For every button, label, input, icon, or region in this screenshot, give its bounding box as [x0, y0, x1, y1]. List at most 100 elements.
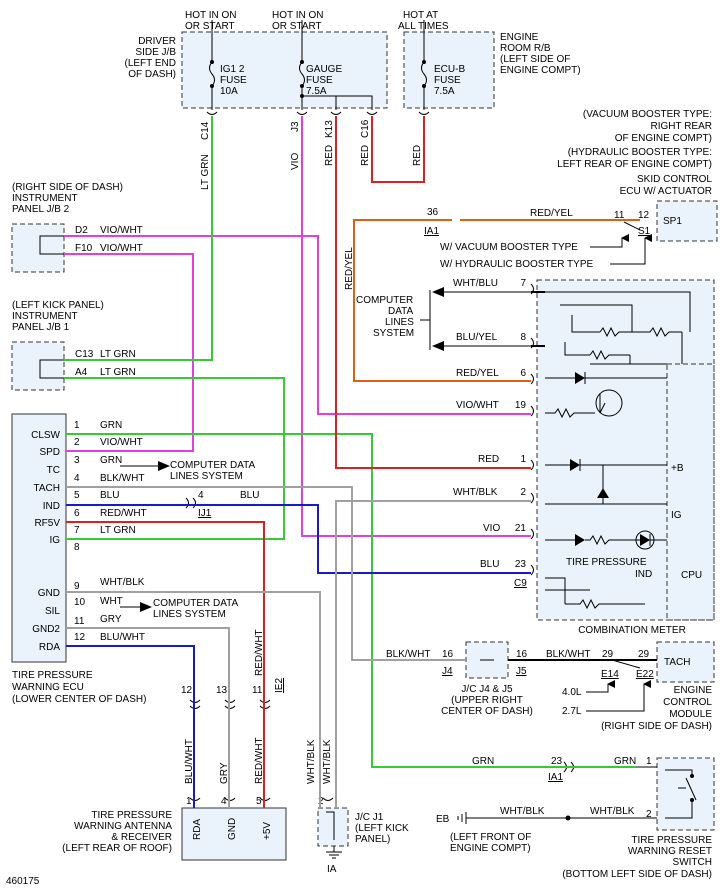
ant-pin5: 5 [256, 796, 262, 807]
wb-1: WHT/BLK [500, 806, 545, 817]
conn-j3: J3 [290, 121, 301, 132]
pin-36: 36 [427, 207, 439, 218]
ecu-pin-num-4: 4 [74, 473, 80, 484]
lower-pin11: 11 [252, 685, 263, 696]
ecu-pin-tc: TC [47, 465, 60, 476]
meter-pin-list: 7WHT/BLU8BLU/YEL6RED/YEL19VIO/WHT1RED2WH… [453, 278, 534, 576]
lower-pin13: 13 [216, 685, 228, 696]
w-whtblk1: WHT/BLK [306, 739, 317, 784]
meter-wire-6: RED/YEL [456, 368, 499, 379]
meter-pin-7: 7 [520, 278, 526, 289]
ecu-pin-num-9: 9 [74, 581, 80, 592]
meter-wire-8: BLU/YEL [456, 332, 498, 343]
sw-pin2: 2 [646, 809, 652, 820]
jb2-w1: VIO/WHT [100, 225, 143, 236]
w-bluwht: BLU/WHT [184, 739, 195, 784]
jcj1-box [317, 807, 349, 847]
wb-2: WHT/BLK [590, 806, 635, 817]
ecu-pin-num-6: 6 [74, 508, 80, 519]
meter-pin-1: 1 [520, 454, 526, 465]
wire-grn-clsw [66, 433, 636, 768]
ecu-wire-5: RED/WHT [100, 508, 147, 519]
ecu-pin-num-12: 12 [74, 632, 86, 643]
sp1-box [656, 200, 718, 242]
lower-pin12: 12 [181, 685, 193, 696]
wire-lt-grn-top: LT GRN [200, 154, 211, 190]
wire-gry [66, 627, 230, 808]
jb1-a4: A4 [75, 367, 88, 378]
ecu-pin-num-3: 3 [74, 455, 80, 466]
ecm-pin29b: 29 [638, 649, 650, 660]
meter-pin-21: 21 [515, 523, 527, 534]
w-gry: GRY [219, 762, 230, 784]
meter-label: COMBINATION METER [578, 625, 686, 636]
ecm-l27: 2.7L [562, 706, 582, 717]
reset-switch-box [656, 757, 715, 831]
ground-ia: IA [327, 864, 337, 875]
ecub-fuse-icon [421, 34, 427, 110]
ecu-pin-rf5v: RF5V [34, 518, 60, 529]
ground-eb-icon [457, 812, 478, 824]
wire-vio [301, 116, 531, 537]
jc-j5: J5 [516, 666, 527, 677]
ecu-pin-clsw: CLSW [31, 430, 60, 441]
ecu-wire-7: WHT/BLK [100, 577, 145, 588]
ecu-wire-2: GRN [100, 455, 122, 466]
ecm-e22: E22 [636, 669, 654, 680]
jb2-w2: VIO/WHT [100, 243, 143, 254]
sp1-label: SP1 [663, 216, 682, 227]
jc-wire-b: BLK/WHT [546, 649, 590, 660]
booster-hydraulic: (HYDRAULIC BOOSTER TYPE:LEFT REAR OF ENG… [557, 147, 712, 170]
jb1-box [11, 341, 65, 391]
ecu-wire-6: LT GRN [100, 525, 136, 536]
meter-pin-23: 23 [515, 559, 527, 570]
meter-wire-1: RED [478, 454, 499, 465]
colored-wires [64, 116, 657, 808]
wire-red-c16 [371, 116, 425, 183]
ant-gnd: GND [227, 818, 238, 840]
combination-meter-box [536, 279, 715, 621]
wire-whtblk-meter [335, 500, 531, 808]
wire-red-yel: RED/YEL [530, 208, 573, 219]
engine-room-rb [403, 31, 495, 109]
pin23-low: 23 [551, 756, 563, 767]
meter-wire-21: VIO [483, 523, 500, 534]
sw-pin1: 1 [646, 756, 652, 767]
ecu-pin-ind: IND [43, 501, 60, 512]
ig12-fuse-icon [209, 34, 215, 110]
driver-side-jb [181, 31, 388, 109]
s1-label: S1 [638, 226, 651, 237]
ecu-pin-tach: TACH [34, 483, 60, 494]
figure-id: 460175 [6, 876, 40, 887]
ecu-pin-num-1: 1 [74, 420, 80, 431]
jc-j4: J4 [442, 666, 453, 677]
meter-pin-19: 19 [515, 400, 527, 411]
ecu-pin-gnd: GND [38, 588, 60, 599]
ecu-wire-9: GRY [100, 614, 122, 625]
blu-pin4: 4 [198, 490, 204, 501]
ant-pin1: 1 [186, 796, 192, 807]
ground-eb: EB [436, 814, 450, 825]
jc-pin16a: 16 [442, 649, 454, 660]
wire-viowht-d2 [64, 235, 531, 415]
wire-ltgrn-a4 [64, 377, 285, 540]
wire-red-k13 [335, 116, 531, 469]
w-redwht-up: RED/WHT [254, 629, 265, 676]
ecu-wire-0: GRN [100, 420, 122, 431]
wire-viowht-f10 [64, 253, 194, 452]
pin-11: 11 [614, 210, 625, 221]
conn-c16: C16 [360, 119, 371, 138]
ecu-wire-3: BLK/WHT [100, 473, 144, 484]
